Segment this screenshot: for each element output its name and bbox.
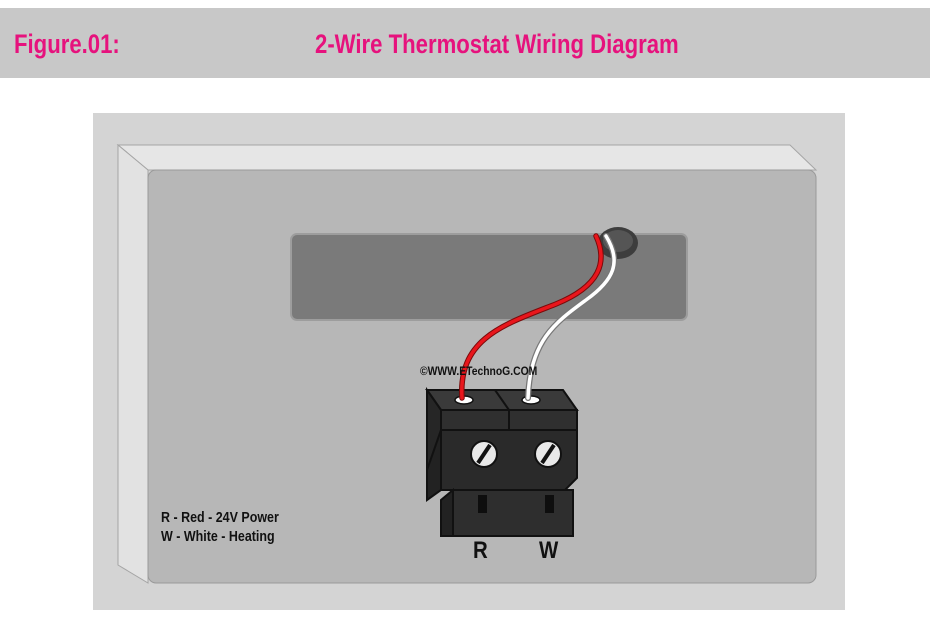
screw-w-icon — [534, 440, 562, 468]
diagram-title: 2-Wire Thermostat Wiring Diagram — [315, 29, 679, 59]
plate-bevel-top — [116, 144, 818, 171]
terminal-slot-r — [478, 495, 487, 513]
legend-item-r: R - Red - 24V Power — [161, 510, 279, 526]
terminal-label-r: R — [473, 537, 488, 564]
figure-label: Figure.01: — [14, 29, 120, 59]
terminal-label-w: W — [539, 537, 559, 564]
legend-item-w: W - White - Heating — [161, 529, 275, 545]
terminal-block — [425, 386, 579, 537]
white-wire — [526, 234, 616, 400]
screw-r-icon — [470, 440, 498, 468]
red-wire — [460, 234, 603, 400]
copyright-text: ©WWW.ETechnoG.COM — [420, 366, 538, 378]
wire-legend: R - Red - 24V Power W - White - Heating — [161, 509, 279, 547]
terminal-slot-w — [545, 495, 554, 513]
header-bar — [0, 8, 930, 78]
plate-bevel-left — [117, 143, 149, 584]
